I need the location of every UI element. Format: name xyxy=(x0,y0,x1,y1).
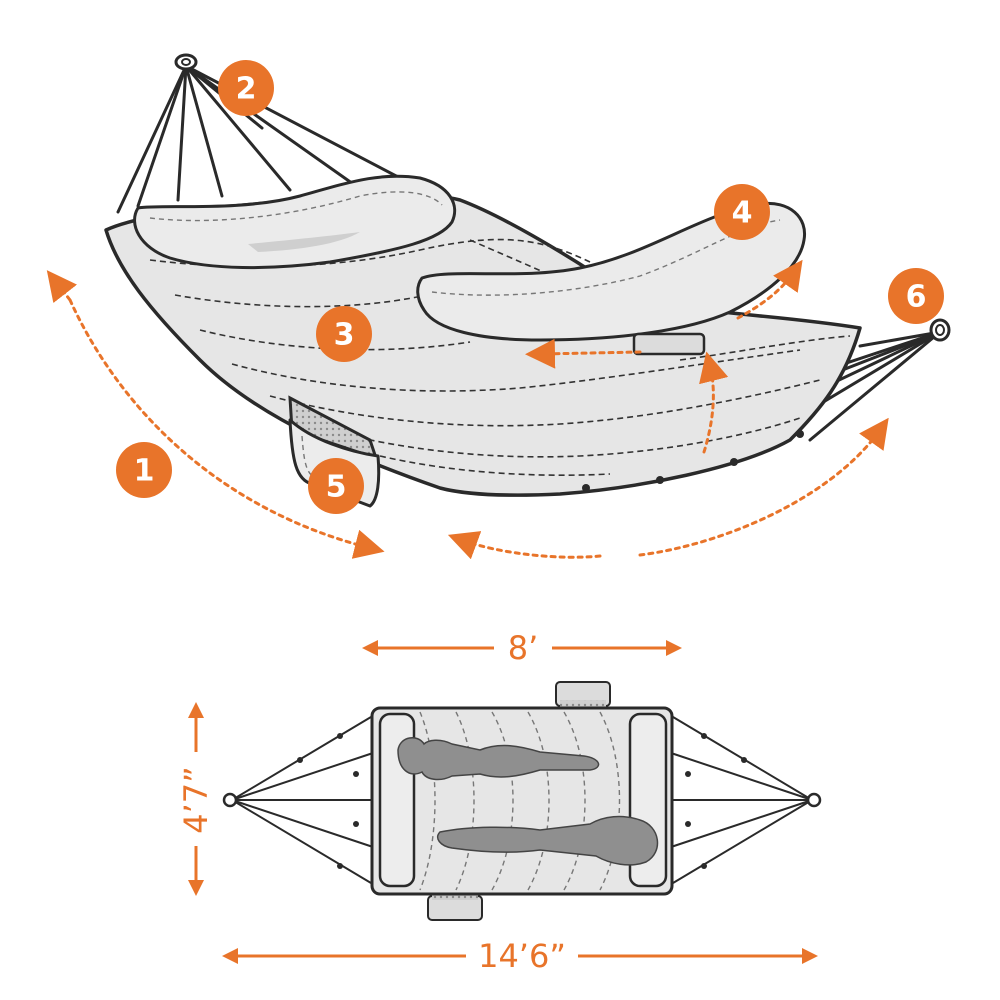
callout-4: 4 xyxy=(714,184,770,240)
length-swing-arrow-left xyxy=(68,298,385,559)
top-view-quilt-stitching xyxy=(419,711,621,891)
hammock-perspective-illustration xyxy=(46,53,951,560)
pillow-slide-arrow xyxy=(525,338,642,369)
right-pillow xyxy=(416,201,807,356)
hammock-top-view-illustration xyxy=(222,681,822,921)
callout-6: 6 xyxy=(888,268,944,324)
pillow-lift-arrow xyxy=(699,351,729,454)
top-view-left-cords xyxy=(222,713,377,887)
pillow-adjust-arrow xyxy=(736,259,803,320)
callout-2: 2 xyxy=(218,60,274,116)
svg-text:6: 6 xyxy=(906,280,927,315)
callout-3: 3 xyxy=(316,306,372,362)
top-view-pocket-top xyxy=(555,681,611,708)
left-pillow xyxy=(133,174,457,270)
dimension-width: 8’ xyxy=(362,629,682,667)
svg-text:3: 3 xyxy=(334,318,355,353)
edge-ties xyxy=(582,430,804,492)
dimension-width-label: 8’ xyxy=(508,629,539,667)
svg-text:5: 5 xyxy=(326,470,347,505)
svg-text:4: 4 xyxy=(732,196,753,231)
svg-text:1: 1 xyxy=(134,454,155,489)
length-swing-arrow-left-tip xyxy=(46,270,78,304)
dimension-length-label: 14’6” xyxy=(478,937,566,975)
top-view-right-cords xyxy=(667,713,822,887)
right-ring-icon xyxy=(929,318,951,342)
person-silhouette-icon xyxy=(397,737,659,866)
top-left-ring-icon xyxy=(174,53,198,71)
dimension-height-label: 4’7” xyxy=(177,766,215,833)
length-swing-arrow-right-tip xyxy=(447,531,602,560)
callout-1: 1 xyxy=(116,442,172,498)
dimension-length: 14’6” xyxy=(222,937,818,975)
callout-5: 5 xyxy=(308,458,364,514)
dimension-height: 4’7” xyxy=(177,702,215,896)
top-view-knots xyxy=(297,733,747,869)
svg-text:2: 2 xyxy=(236,72,257,107)
length-swing-arrow-right xyxy=(638,417,889,557)
top-view-pocket-bottom xyxy=(427,892,483,921)
motion-arrows xyxy=(46,259,889,560)
top-view-bed xyxy=(370,706,674,896)
